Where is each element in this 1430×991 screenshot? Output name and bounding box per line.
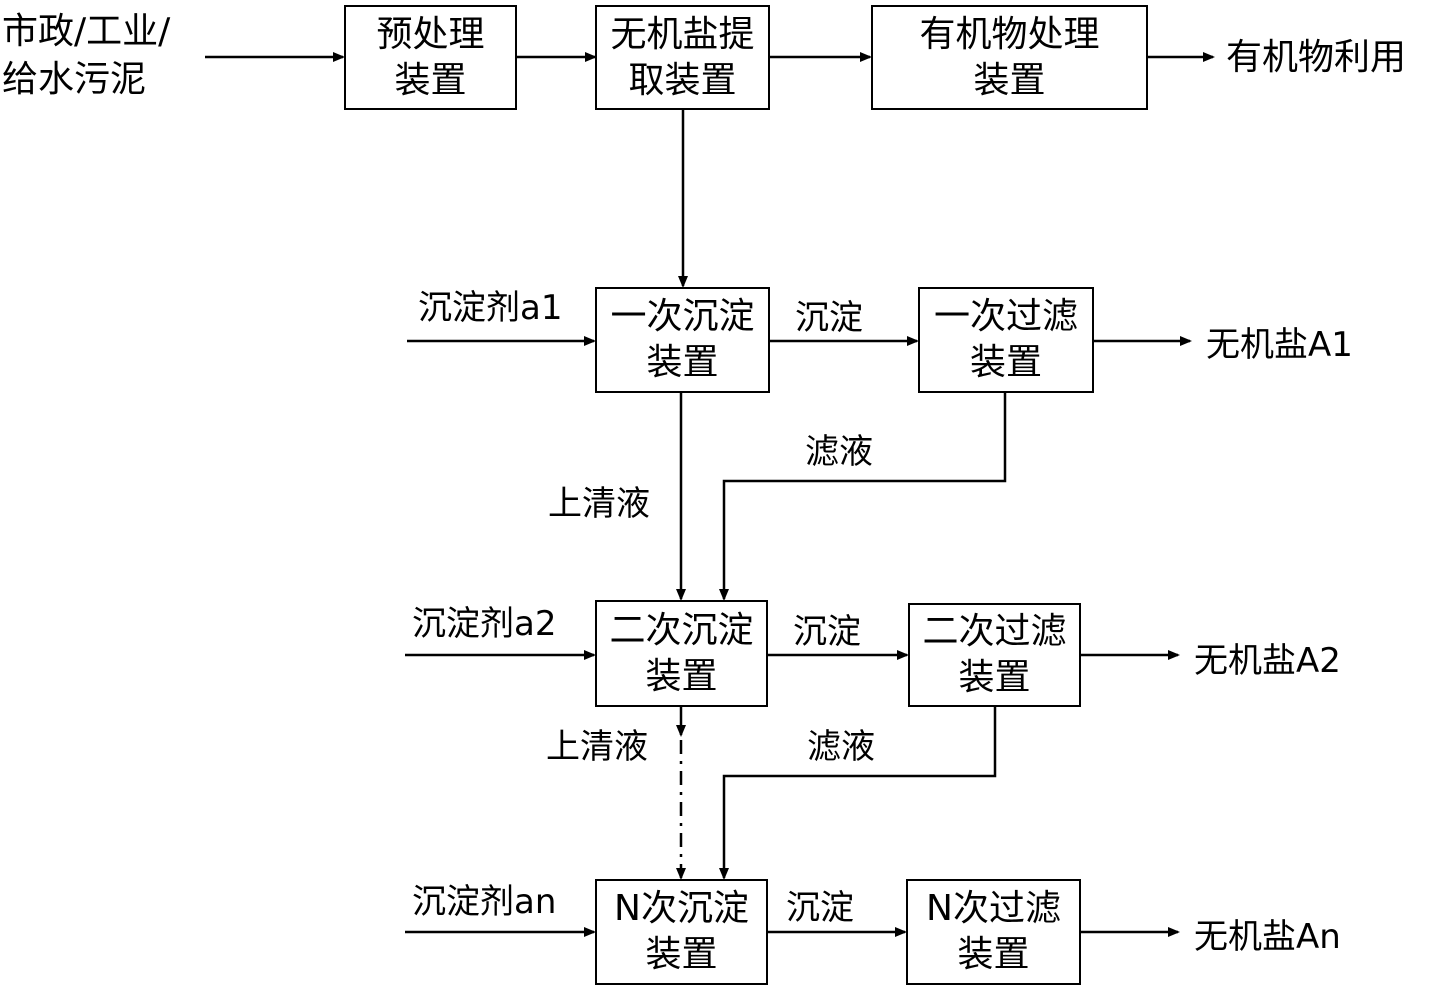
sedimentation-n-box: N次沉淀 装置 — [595, 879, 768, 985]
sedimentation-1-box: 一次沉淀 装置 — [595, 287, 770, 393]
precipitant-an-label: 沉淀剂an — [412, 882, 557, 922]
filtrate-1-label: 滤液 — [805, 432, 873, 472]
arrow-filtrate1 — [719, 393, 1007, 601]
precipitate-1-label: 沉淀 — [795, 298, 863, 338]
supernatant-1-label: 上清液 — [548, 484, 650, 524]
arrow-filtrate2 — [719, 707, 997, 880]
sedimentation-2-box: 二次沉淀 装置 — [595, 600, 768, 707]
precipitate-2-label: 沉淀 — [793, 612, 861, 652]
filtration-2-box: 二次过滤 装置 — [908, 603, 1081, 707]
pretreatment-label: 预处理 装置 — [376, 13, 485, 101]
sedimentation-2-label: 二次沉淀 装置 — [609, 609, 754, 697]
inorganic-salt-a2-label: 无机盐A2 — [1194, 641, 1341, 681]
filtration-n-label: N次过滤 装置 — [926, 888, 1061, 975]
filtration-1-label: 一次过滤 装置 — [933, 296, 1078, 383]
organic-treatment-box: 有机物处理 装置 — [871, 5, 1148, 110]
precipitant-a1-label: 沉淀剂a1 — [418, 288, 563, 328]
precipitate-n-label: 沉淀 — [786, 888, 854, 928]
supernatant-2-label: 上清液 — [546, 727, 648, 767]
organic-utilization-label: 有机物利用 — [1226, 37, 1407, 78]
salt-extraction-label: 无机盐提 取装置 — [610, 13, 755, 101]
filtration-2-label: 二次过滤 装置 — [922, 611, 1067, 698]
salt-extraction-box: 无机盐提 取装置 — [595, 5, 770, 110]
sedimentation-1-label: 一次沉淀 装置 — [610, 296, 755, 383]
inorganic-salt-a1-label: 无机盐A1 — [1206, 325, 1353, 365]
filtration-1-box: 一次过滤 装置 — [918, 287, 1094, 393]
filtration-n-box: N次过滤 装置 — [906, 879, 1081, 985]
pretreatment-box: 预处理 装置 — [344, 5, 517, 110]
inorganic-salt-an-label: 无机盐An — [1194, 917, 1341, 957]
filtrate-2-label: 滤液 — [807, 727, 875, 767]
precipitant-a2-label: 沉淀剂a2 — [412, 604, 557, 644]
organic-treatment-label: 有机物处理 装置 — [919, 13, 1100, 101]
sedimentation-n-label: N次沉淀 装置 — [614, 888, 749, 975]
sludge-input-label: 市政/工业/ 给水污泥 — [2, 11, 171, 100]
